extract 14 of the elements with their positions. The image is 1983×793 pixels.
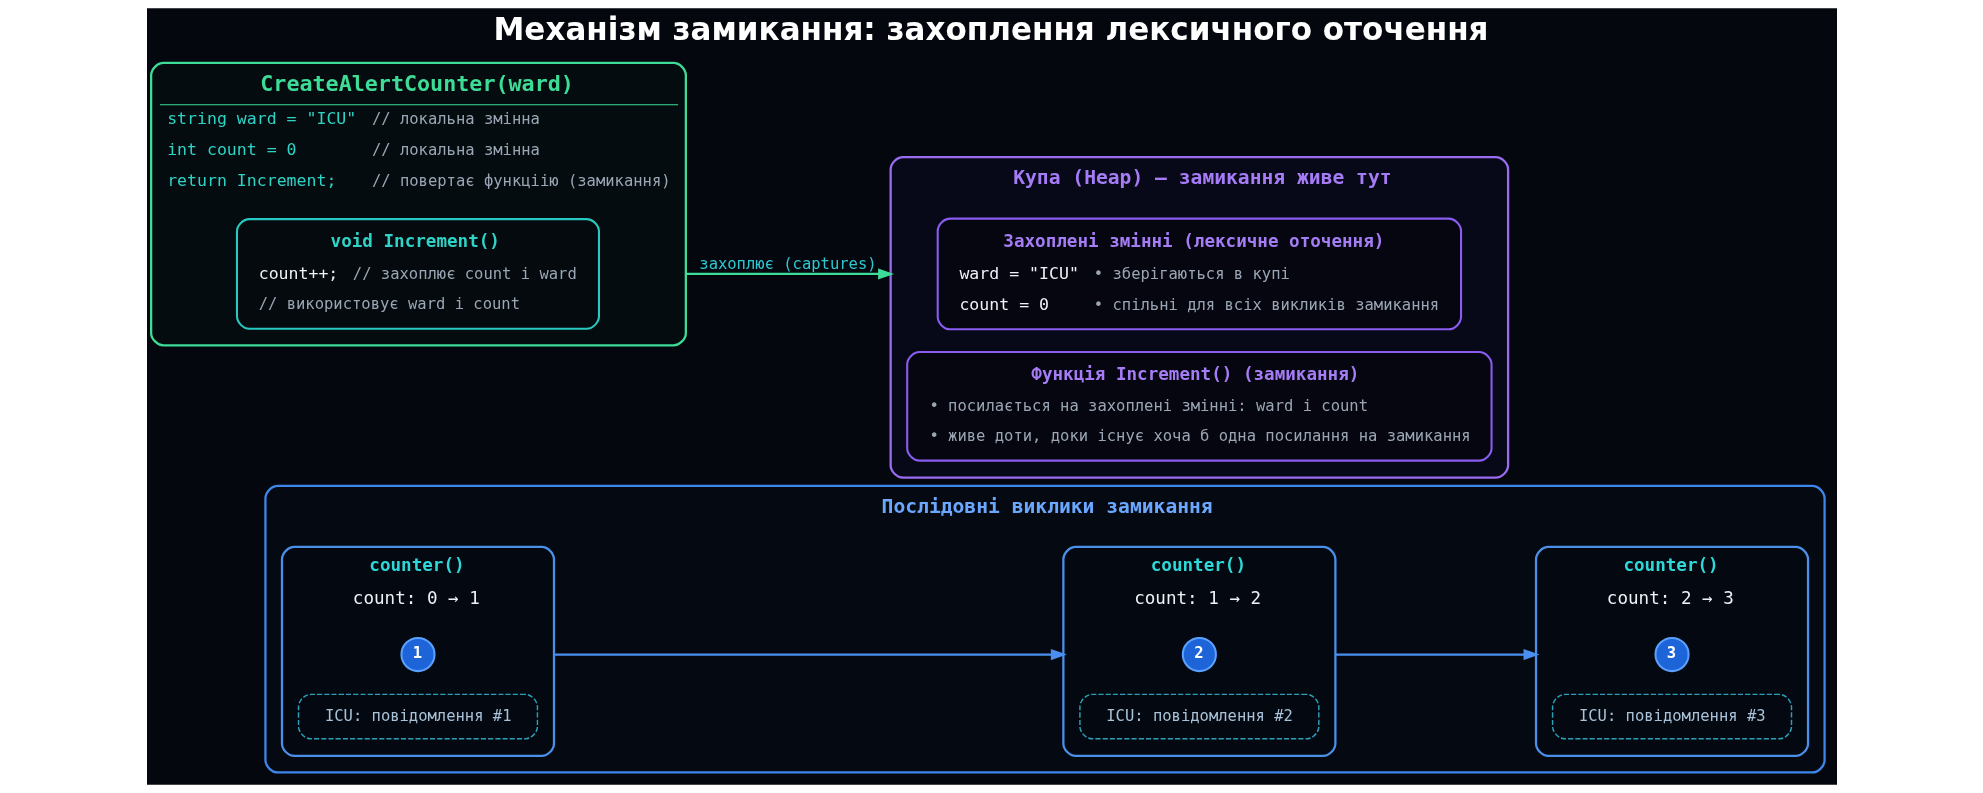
node-circle: 1	[399, 636, 436, 673]
node-circle: 3	[1653, 636, 1690, 673]
edge-label: захоплює (captures)	[698, 254, 877, 273]
node-box: ICU: повідомлення #3	[1551, 693, 1792, 740]
node-box: Функція Increment() (замикання) • посилається на захоплені змінні: ward і count • живе доти, доки існує хоча б одна посилання на замикання	[905, 351, 1493, 462]
diagram-title: Механізм замикання: захоплення лексичного оточення	[492, 11, 1489, 48]
node-box: void Increment() count++; // захоплює count і ward // використовує ward і count	[235, 218, 600, 330]
node-box: Захоплені змінні (лексичне оточення) ward = "ICU" • зберігаються в купі count = 0 • спільні для всіх викликів замикання	[936, 217, 1462, 331]
node-box: ICU: повідомлення #1	[297, 693, 538, 740]
arrow	[553, 648, 1067, 661]
arrow	[685, 268, 894, 280]
node-box: ICU: повідомлення #2	[1078, 693, 1320, 740]
node-circle: 2	[1181, 636, 1217, 673]
arrow	[1334, 648, 1539, 661]
